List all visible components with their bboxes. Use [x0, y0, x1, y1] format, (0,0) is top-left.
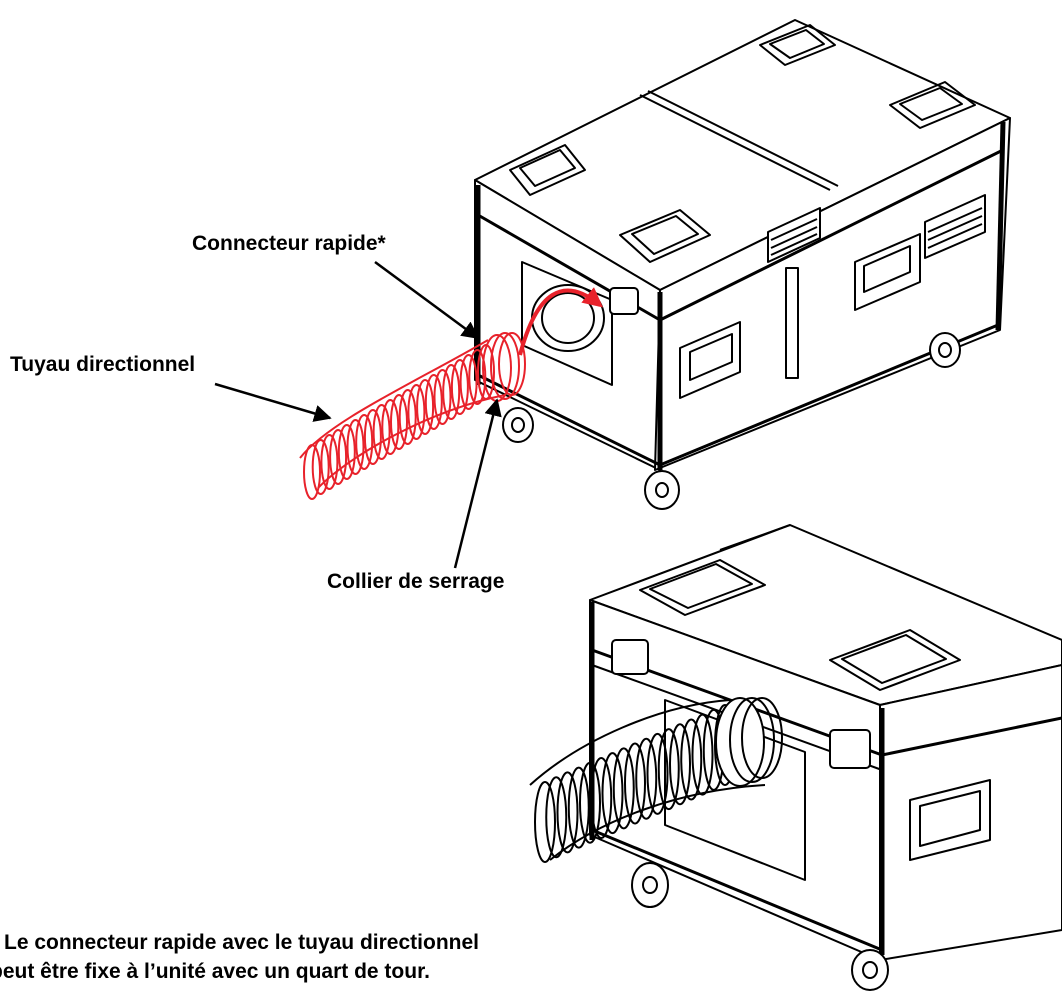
top-handle [759, 24, 836, 66]
side-handle [854, 233, 921, 311]
hose-ring [680, 718, 703, 801]
hose-ring [381, 399, 400, 455]
hose-ring [468, 349, 487, 405]
hose-ring [433, 369, 452, 425]
hose-ring [545, 776, 568, 859]
hose-ring [442, 364, 461, 420]
footnote-line-2: peut être fixe à l’unité avec un quart d… [0, 960, 430, 983]
hose-ring [590, 756, 613, 839]
hose-ring [450, 359, 469, 415]
hose-ring [416, 379, 435, 435]
hose-ring [646, 732, 669, 815]
hose-ring [635, 737, 658, 820]
fog-machine-case-detail [589, 524, 1062, 991]
hose-ring [320, 434, 339, 490]
hose-ring [534, 781, 556, 863]
vent-grille [767, 207, 821, 263]
hose-ring [556, 771, 579, 854]
hose-ring [612, 747, 635, 830]
hose-ring [624, 742, 646, 825]
curved-arrow-icon [518, 287, 604, 356]
hose-ring [398, 389, 417, 445]
connector-callout-arrow [374, 260, 480, 340]
hose-ring [346, 419, 365, 475]
hose-ring [669, 723, 691, 806]
clamp-label: Collier de serrage [327, 570, 505, 593]
hose-ring [372, 404, 391, 460]
top-handle [619, 209, 711, 263]
hose-callout-arrow [214, 382, 332, 422]
footnote-line-1: * Le connecteur rapide avec le tuyau dir… [0, 931, 479, 954]
hose-ring [355, 414, 374, 470]
hose-ring [337, 424, 356, 480]
hose-ring [424, 374, 443, 430]
hose-ring [601, 752, 624, 835]
hose-ring [390, 394, 408, 450]
hose-ring [567, 766, 590, 849]
hose-ring [363, 409, 382, 465]
hose-ring [579, 761, 601, 844]
footnote: * Le connecteur rapide avec le tuyau dir… [0, 928, 479, 986]
directional-hose-detail [529, 697, 783, 863]
directional-hose [299, 332, 526, 500]
quick-connector-label: Connecteur rapide* [192, 232, 386, 255]
clamp-callout-arrow [453, 398, 502, 569]
hose-ring [311, 439, 330, 495]
top-handle [509, 144, 586, 196]
side-handle [679, 321, 741, 399]
top-handle [889, 81, 976, 129]
caster-wheel [502, 407, 534, 443]
fog-machine-case-top [474, 19, 1011, 510]
directional-hose-label: Tuyau directionnel [10, 353, 196, 376]
hose-ring [691, 713, 714, 796]
hose-ring [407, 384, 426, 440]
vent-grille [924, 194, 986, 259]
hose-ring [459, 354, 478, 410]
hose-ring [329, 429, 348, 485]
caster-wheel [644, 470, 680, 510]
hose-ring [657, 728, 680, 811]
hose-ring [303, 444, 321, 500]
caster-wheel [929, 332, 961, 368]
